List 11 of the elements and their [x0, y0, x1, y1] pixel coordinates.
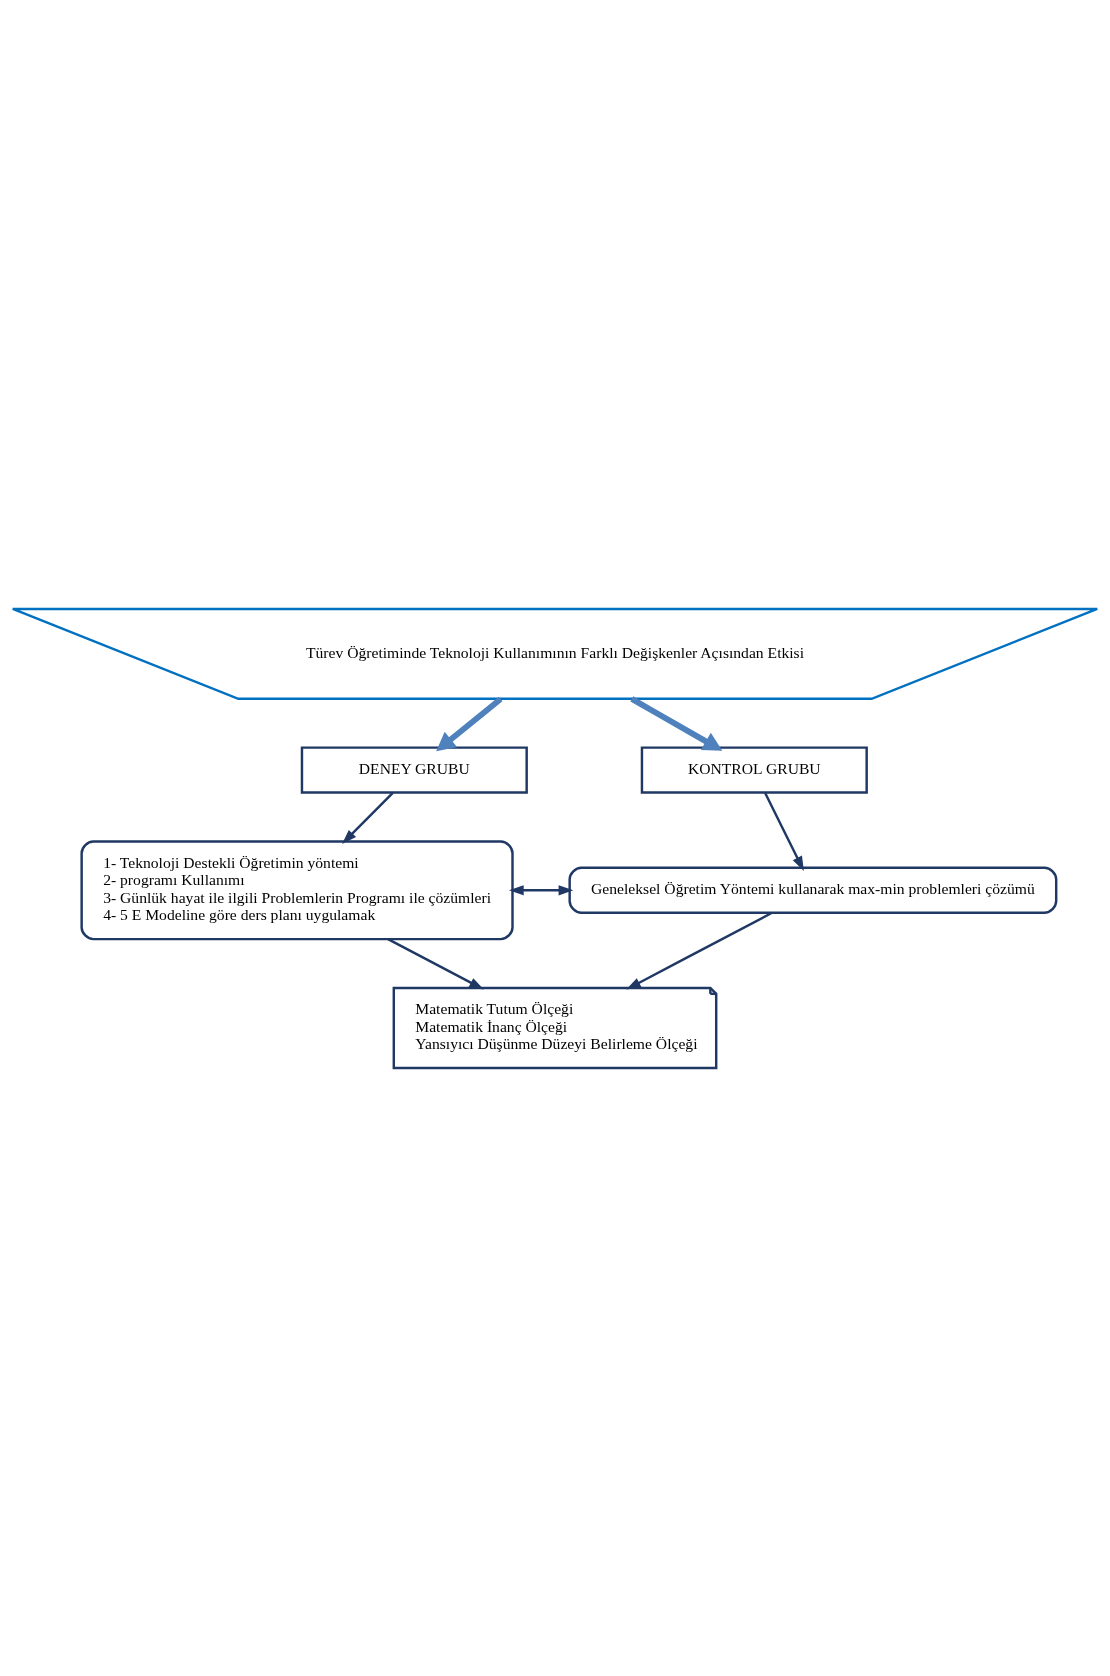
arrow	[387, 937, 484, 990]
node-box: Geneleksel Öğretim Yöntemi kullanarak max-min problemleri çözümü	[568, 866, 1058, 914]
arrow	[763, 791, 804, 871]
node-box: DENEY GRUBU	[300, 745, 528, 794]
arrow	[509, 884, 574, 895]
arrow	[436, 696, 503, 751]
node-box: 1- Teknoloji Destekli Öğretimin yöntemi 2- programı Kullanımı 3- Günlük hayat ile ilgili Problemlerin Programı ile çözümleri 4- 5 E Modeline göre ders planı uygulamak	[80, 839, 514, 940]
arrow	[342, 791, 394, 844]
arrow	[630, 695, 723, 751]
node-box: KONTROL GRUBU	[640, 745, 868, 794]
arrow	[626, 911, 773, 990]
